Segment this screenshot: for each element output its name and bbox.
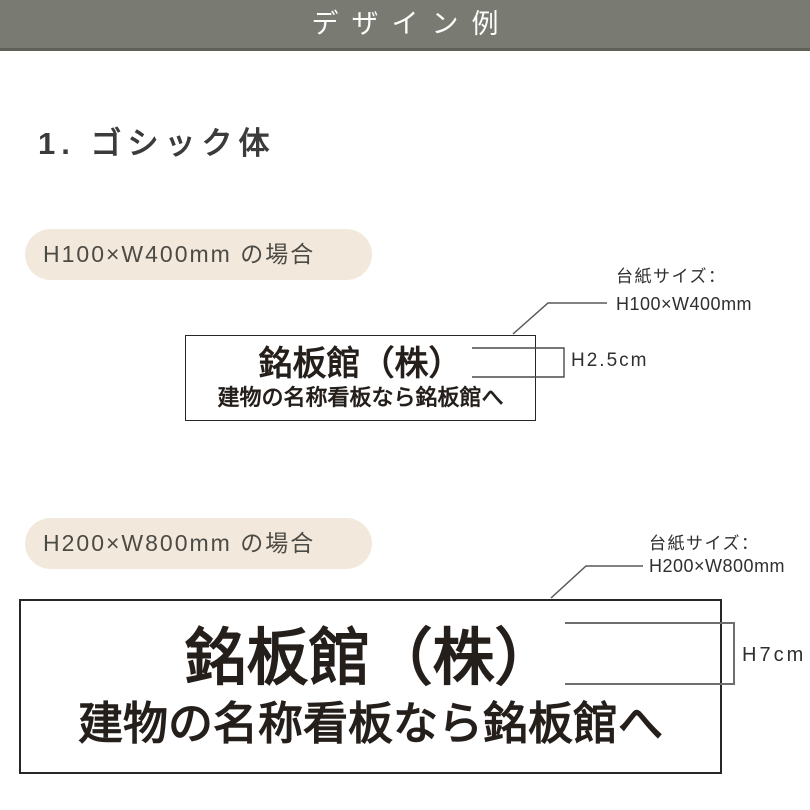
board-size-value-small: H100×W400mm [616,294,753,314]
page-title: デザイン例 [311,9,512,39]
text-height-label-large: H7cm [742,644,807,666]
case-label-pill-small: H100×W400mm の場合 [25,229,372,280]
nameplate-small: 銘板館（株） 建物の名称看板なら銘板館へ [185,335,536,421]
nameplate-large: 銘板館（株） 建物の名称看板なら銘板館へ [19,599,722,774]
board-size-caption-large: 台紙サイズ： [649,534,760,553]
case-label-pill-large: H200×W800mm の場合 [25,518,372,569]
text-height-label-small: H2.5cm [571,350,649,371]
board-size-caption-small: 台紙サイズ： [616,267,727,286]
leader-line-small [512,302,607,335]
section-heading: 1. ゴシック体 [38,126,276,161]
board-size-value-large: H200×W800mm [649,556,786,576]
leader-line-large [550,565,643,599]
nameplate-small-line1: 銘板館（株） [258,345,463,384]
header-bar: デザイン例 [0,0,810,51]
nameplate-small-line2: 建物の名称看板なら銘板館へ [217,384,504,410]
nameplate-large-line2: 建物の名称看板なら銘板館へ [77,697,663,749]
nameplate-large-line1: 銘板館（株） [184,623,557,693]
